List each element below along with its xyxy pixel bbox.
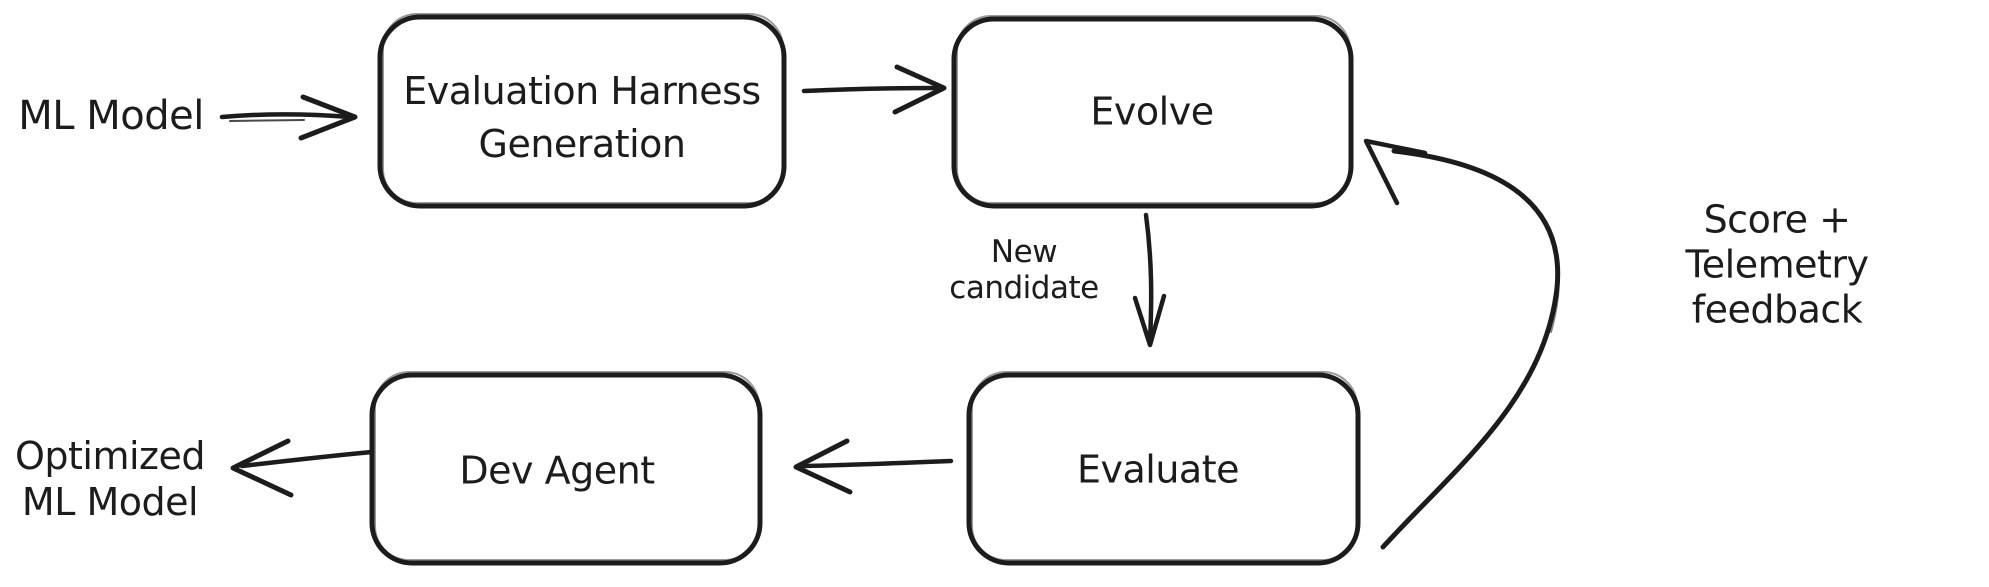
dev-agent-node-box xyxy=(369,371,763,566)
arrow-devagent-to-output xyxy=(230,438,375,498)
evolve-node-box xyxy=(951,15,1354,209)
optimized-ml-model-label: Optimized ML Model xyxy=(14,434,206,524)
dev-agent-node-label: Dev Agent xyxy=(459,448,655,493)
feedback-curve-arrow xyxy=(1363,138,1561,550)
harness-node-label: Evaluation Harness Generation xyxy=(403,69,761,166)
arrow-harness-to-evolve xyxy=(801,64,947,115)
evaluate-node-box xyxy=(966,371,1361,566)
ml-model-label: ML Model xyxy=(18,93,204,139)
score-telemetry-label: Score + Telemetry feedback xyxy=(1685,197,1869,332)
new-candidate-label: New candidate xyxy=(949,234,1099,306)
evolve-node-label: Evolve xyxy=(1090,89,1214,134)
arrow-evolve-to-evaluate xyxy=(1132,212,1167,348)
harness-node-box xyxy=(377,13,787,209)
arrow-mlmodel-to-harness xyxy=(219,94,358,141)
evaluate-node-label: Evaluate xyxy=(1077,447,1240,492)
arrow-evaluate-to-devagent xyxy=(793,438,954,495)
